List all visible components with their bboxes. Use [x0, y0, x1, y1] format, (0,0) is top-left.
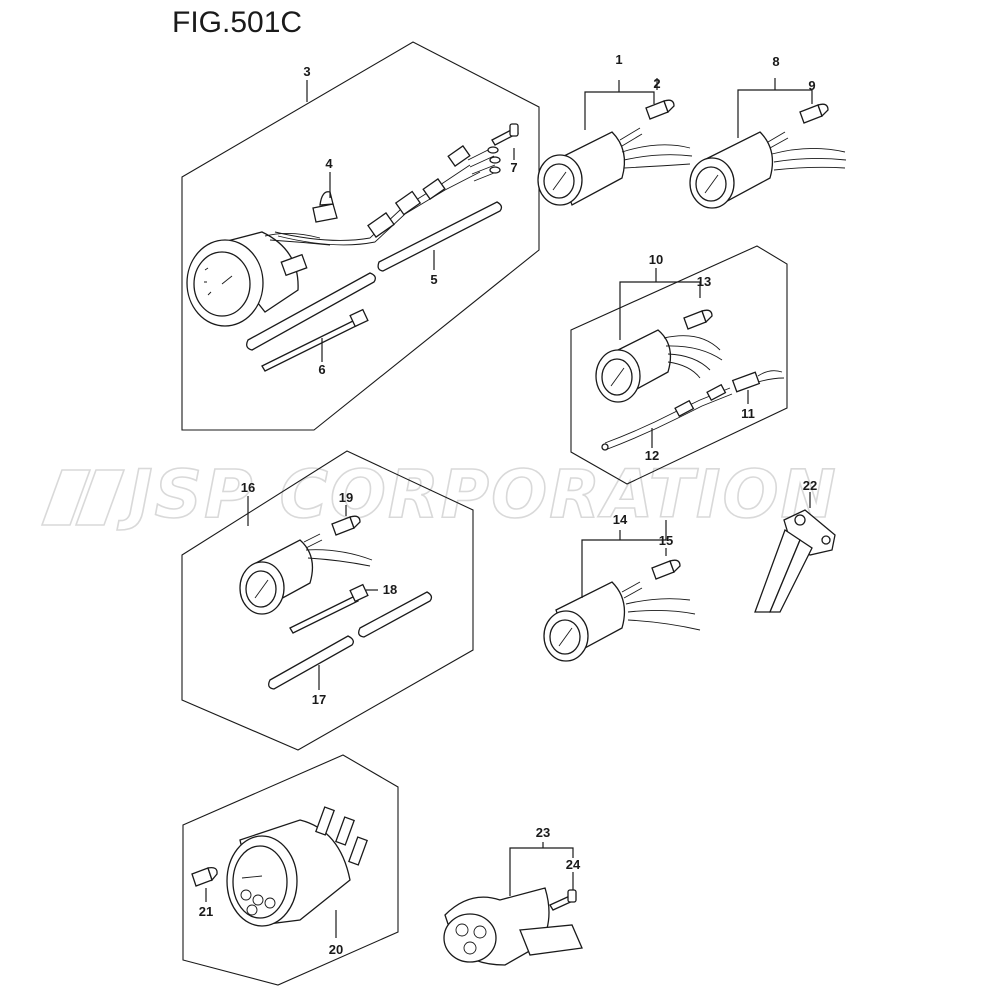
part-10-gauge: [595, 329, 723, 403]
watermark-logo-mark: [40, 469, 126, 526]
callout-22: 22: [803, 478, 817, 493]
part-4-bulb: [312, 191, 338, 223]
callout-numbers: 3 4 7 5 6 1 2 8 9 10 13 11 12 14 15 22 1…: [199, 52, 817, 957]
part-3-harness: [274, 145, 501, 246]
part-18-cable-tie: [289, 583, 369, 634]
part-13-bulb: [683, 309, 713, 330]
part-6-cable-tie: [261, 308, 369, 372]
watermark-text: JSP CORPORATION: [117, 456, 838, 533]
part-17-tube: [268, 591, 433, 690]
watermark: JSP CORPORATION: [40, 455, 838, 534]
callout-11: 11: [741, 406, 755, 421]
part-9-bulb: [799, 103, 829, 124]
part-8-gauge: [689, 131, 847, 209]
frame-group-3: [181, 41, 540, 431]
frame-group-16: [181, 450, 474, 751]
callout-3: 3: [303, 64, 310, 79]
part-12-harness: [601, 383, 733, 451]
callout-5: 5: [430, 272, 437, 287]
part-3-gauge: [186, 231, 331, 327]
callout-18: 18: [383, 582, 397, 597]
frame-group-10: [570, 245, 788, 485]
callout-7: 7: [510, 160, 517, 175]
part-5-tube: [246, 201, 503, 351]
callout-9: 9: [808, 78, 815, 93]
callout-15: 15: [659, 533, 673, 548]
callout-1: 1: [615, 52, 622, 67]
callout-23: 23: [536, 825, 550, 840]
callout-24: 24: [566, 857, 581, 872]
callout-14: 14: [613, 512, 628, 527]
leader-lines: [205, 78, 813, 938]
callout-4: 4: [325, 156, 333, 171]
part-16-gauge: [239, 533, 373, 615]
part-21-bulb: [191, 866, 218, 887]
part-14-gauge: [543, 581, 701, 662]
figure-title: FIG.501C: [172, 6, 303, 39]
callout-10: 10: [649, 252, 663, 267]
frame-group-20: [182, 754, 399, 986]
callout-16: 16: [241, 480, 255, 495]
part-15-bulb: [651, 559, 681, 580]
part-11-connector: [731, 370, 785, 393]
part-23-adaptor: [443, 887, 583, 966]
callout-19: 19: [339, 490, 353, 505]
callout-8: 8: [772, 54, 779, 69]
callout-2: 2: [653, 76, 660, 91]
callout-6: 6: [318, 362, 325, 377]
callout-13: 13: [697, 274, 711, 289]
part-2-bulb: [645, 99, 675, 120]
part-1-gauge: [537, 127, 693, 206]
part-7-screw: [491, 123, 519, 146]
part-24-screw: [549, 889, 577, 911]
callout-20: 20: [329, 942, 343, 957]
callout-12: 12: [645, 448, 659, 463]
part-22-sender: [754, 509, 836, 613]
callout-21: 21: [199, 904, 213, 919]
part-19-bulb: [331, 515, 361, 536]
part-20-gauge: [226, 806, 368, 927]
callout-17: 17: [312, 692, 326, 707]
